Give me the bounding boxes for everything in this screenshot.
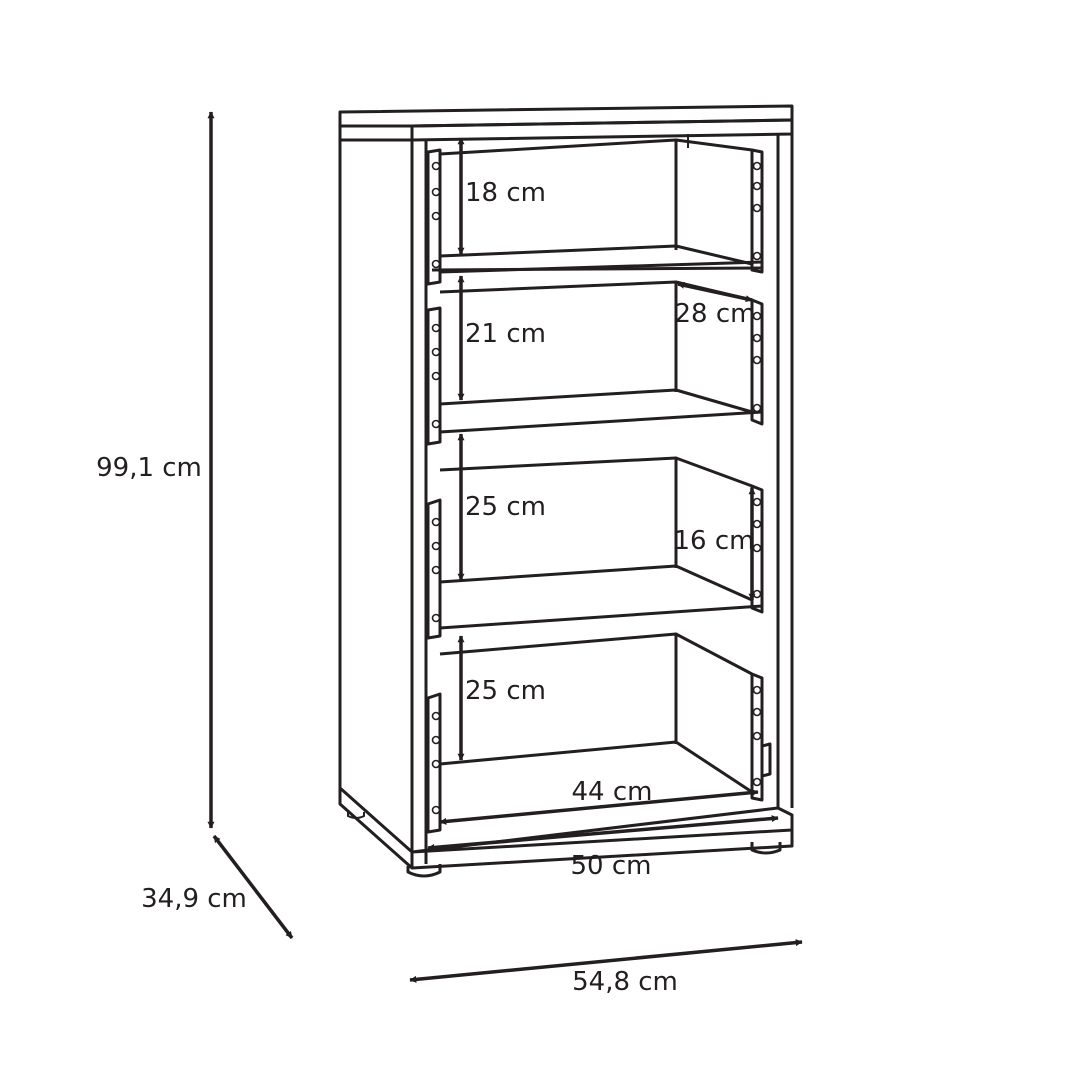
dimension-arrows [207,111,803,983]
dimension-labels: 99,1 cm 34,9 cm 54,8 cm 50 cm 44 cm 28 c… [96,178,755,997]
inner-width-label: 50 cm [571,851,652,881]
drawer-3 [426,456,764,640]
drawer-2 [426,280,764,446]
drawer-depth-label: 28 cm [675,299,756,329]
drawer-depth-arrow [677,281,753,303]
width-arrow [409,939,803,983]
drawer-1 [426,138,764,286]
compartment-1-label: 18 cm [465,178,546,208]
dowel-holes [431,161,762,815]
drawer-side-height-label: 16 cm [674,526,755,556]
drawer-inner-width-label: 44 cm [572,777,653,807]
cabinet-outline [338,104,794,878]
drawer-inner-width-arrow [439,789,759,825]
compartment-2-label: 21 cm [465,319,546,349]
depth-arrow [212,834,294,940]
height-label: 99,1 cm [96,453,202,483]
compartment-3-label: 25 cm [465,492,546,522]
depth-label: 34,9 cm [141,884,247,914]
compartment-4-label: 25 cm [465,676,546,706]
width-label: 54,8 cm [572,967,678,997]
